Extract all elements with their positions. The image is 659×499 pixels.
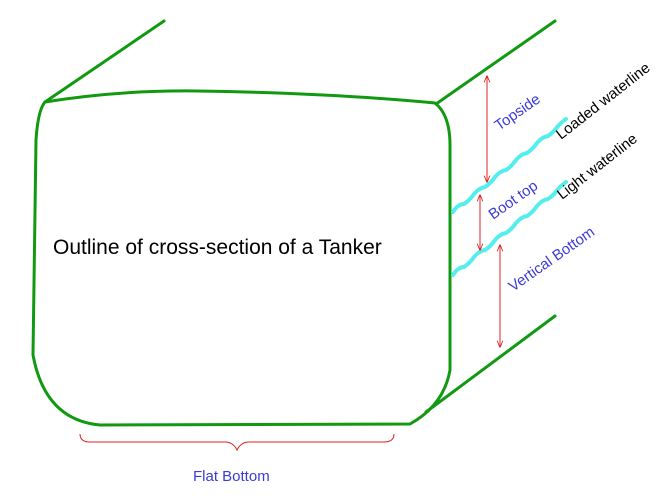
light-waterline <box>451 180 568 277</box>
loaded-waterline <box>451 117 568 214</box>
flat-bottom-brace <box>79 433 395 452</box>
topside-label: Topside <box>492 91 544 135</box>
vertical-bottom-label: Vertical Bottom <box>506 223 598 295</box>
boot-top-label: Boot top <box>486 177 542 223</box>
perspective-line-bottom-right <box>424 314 557 414</box>
flat-bottom-label: Flat Bottom <box>193 468 270 485</box>
diagram-title: Outline of cross-section of a Tanker <box>53 236 382 259</box>
light-waterline-label: Light waterline <box>554 130 641 203</box>
loaded-waterline-label: Loaded waterline <box>553 59 654 143</box>
hull-outline <box>31 89 452 427</box>
perspective-line-top-left <box>43 19 166 104</box>
perspective-line-top-right <box>434 19 557 106</box>
